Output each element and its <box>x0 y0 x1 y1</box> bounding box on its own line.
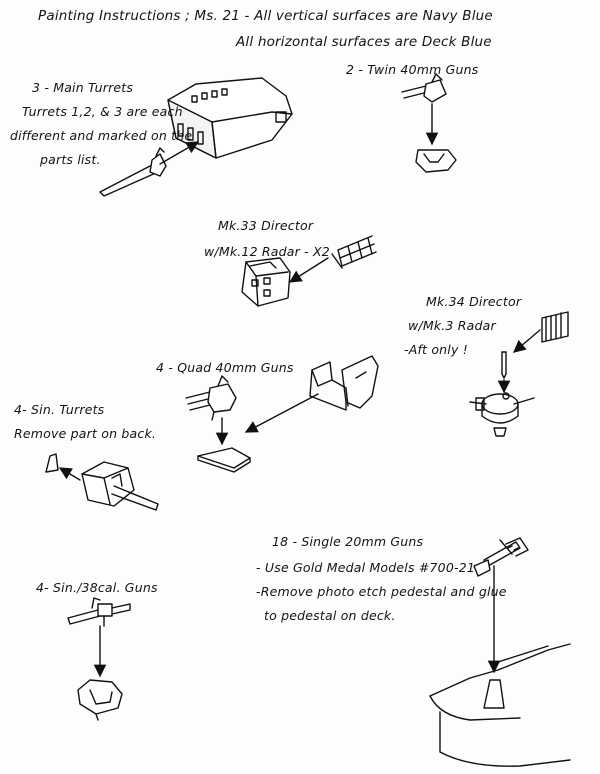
mk34-pin-drawing <box>502 352 506 378</box>
twin-40mm-mount-drawing <box>416 150 456 172</box>
sin-turrets-title: 4- Sin. Turrets <box>14 402 105 417</box>
quad-40mm-base-drawing <box>198 448 250 472</box>
sin-38cal-guns-title: 4- Sin./38cal. Guns <box>36 580 158 595</box>
main-turret-arrow <box>160 142 200 164</box>
main-turret-drawing <box>168 78 292 158</box>
mk12-radar-drawing <box>332 236 376 268</box>
quad-40mm-gun-drawing <box>186 376 236 420</box>
single-guns-note-line1: - Use Gold Medal Models #700-21 <box>256 560 476 575</box>
sin-turrets-note: Remove part on back. <box>14 426 157 441</box>
mk33-director-drawing <box>242 258 290 306</box>
aft-only-note: -Aft only ! <box>404 342 468 357</box>
sin-turret-drawing <box>82 462 158 510</box>
painting-instructions-line2: All horizontal surfaces are Deck Blue <box>236 34 492 50</box>
single-guns-title: 18 - Single 20mm Guns <box>272 534 424 549</box>
mk33-director-label: Mk.33 Director <box>218 218 314 233</box>
single-guns-note-line3: to pedestal on deck. <box>264 608 396 623</box>
mk3-radar-drawing <box>542 312 568 342</box>
single-20mm-gun-drawing <box>474 538 528 576</box>
main-turrets-note-line3: parts list. <box>40 152 101 167</box>
quad-tub-arrow <box>244 394 318 432</box>
quad-40mm-tub-drawing <box>310 356 378 410</box>
quad-guns-title: 4 - Quad 40mm Guns <box>156 360 294 375</box>
mk33-arrow <box>288 258 328 282</box>
sin-turret-arrow <box>58 468 80 480</box>
twin-40mm-gun-drawing <box>402 74 446 102</box>
deck-pedestal-drawing <box>430 644 570 766</box>
sin-38cal-mount-drawing <box>78 680 122 720</box>
main-turrets-note-line2: different and marked on the <box>10 128 193 143</box>
main-gun-barrel-drawing <box>100 148 166 196</box>
main-turrets-note-line1: Turrets 1,2, & 3 are each <box>22 104 183 119</box>
mk34-director-label: Mk.34 Director <box>426 294 522 309</box>
painting-instructions-line1: Painting Instructions ; Ms. 21 - All ver… <box>38 8 493 24</box>
mk12-radar-label: w/Mk.12 Radar - X2 <box>204 244 330 259</box>
sin-38cal-gun-drawing <box>68 598 130 626</box>
main-turrets-title: 3 - Main Turrets <box>32 80 134 95</box>
sin-turret-part-drawing <box>46 454 58 472</box>
twin-guns-title: 2 - Twin 40mm Guns <box>346 62 479 77</box>
mk34-director-drawing <box>470 393 534 436</box>
single-guns-note-line2: -Remove photo etch pedestal and glue <box>256 584 507 599</box>
mk3-radar-label: w/Mk.3 Radar <box>408 318 496 333</box>
mk34-radar-arrow <box>513 330 540 353</box>
